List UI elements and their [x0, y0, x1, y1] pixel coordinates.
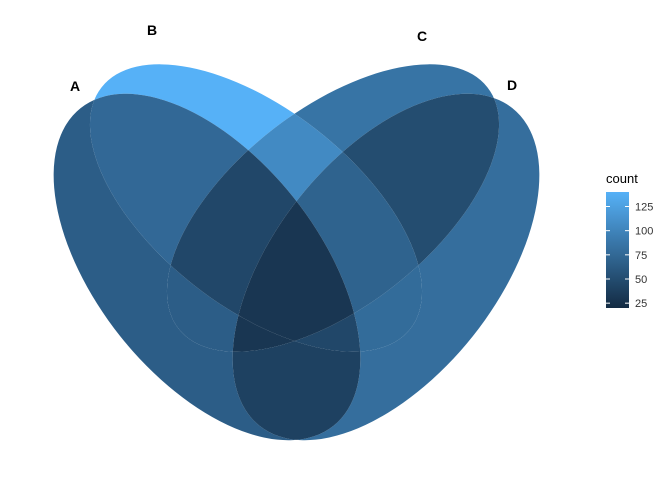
set-label-b: B [147, 22, 157, 38]
legend-tick-label: 100 [635, 226, 653, 238]
set-label-a: A [70, 78, 80, 94]
legend-tick-label: 75 [635, 250, 647, 262]
legend-colorbar [606, 192, 629, 308]
legend-tick-label: 50 [635, 274, 647, 286]
legend-tick-label: 25 [635, 298, 647, 310]
set-labels: A B C D [70, 22, 517, 94]
set-label-c: C [417, 28, 427, 44]
color-legend: count 25 50 75 100 125 [606, 171, 653, 310]
legend-title: count [606, 171, 638, 186]
legend-ticks: 25 50 75 100 125 [606, 202, 653, 310]
set-label-d: D [507, 77, 517, 93]
legend-tick-label: 125 [635, 202, 653, 214]
